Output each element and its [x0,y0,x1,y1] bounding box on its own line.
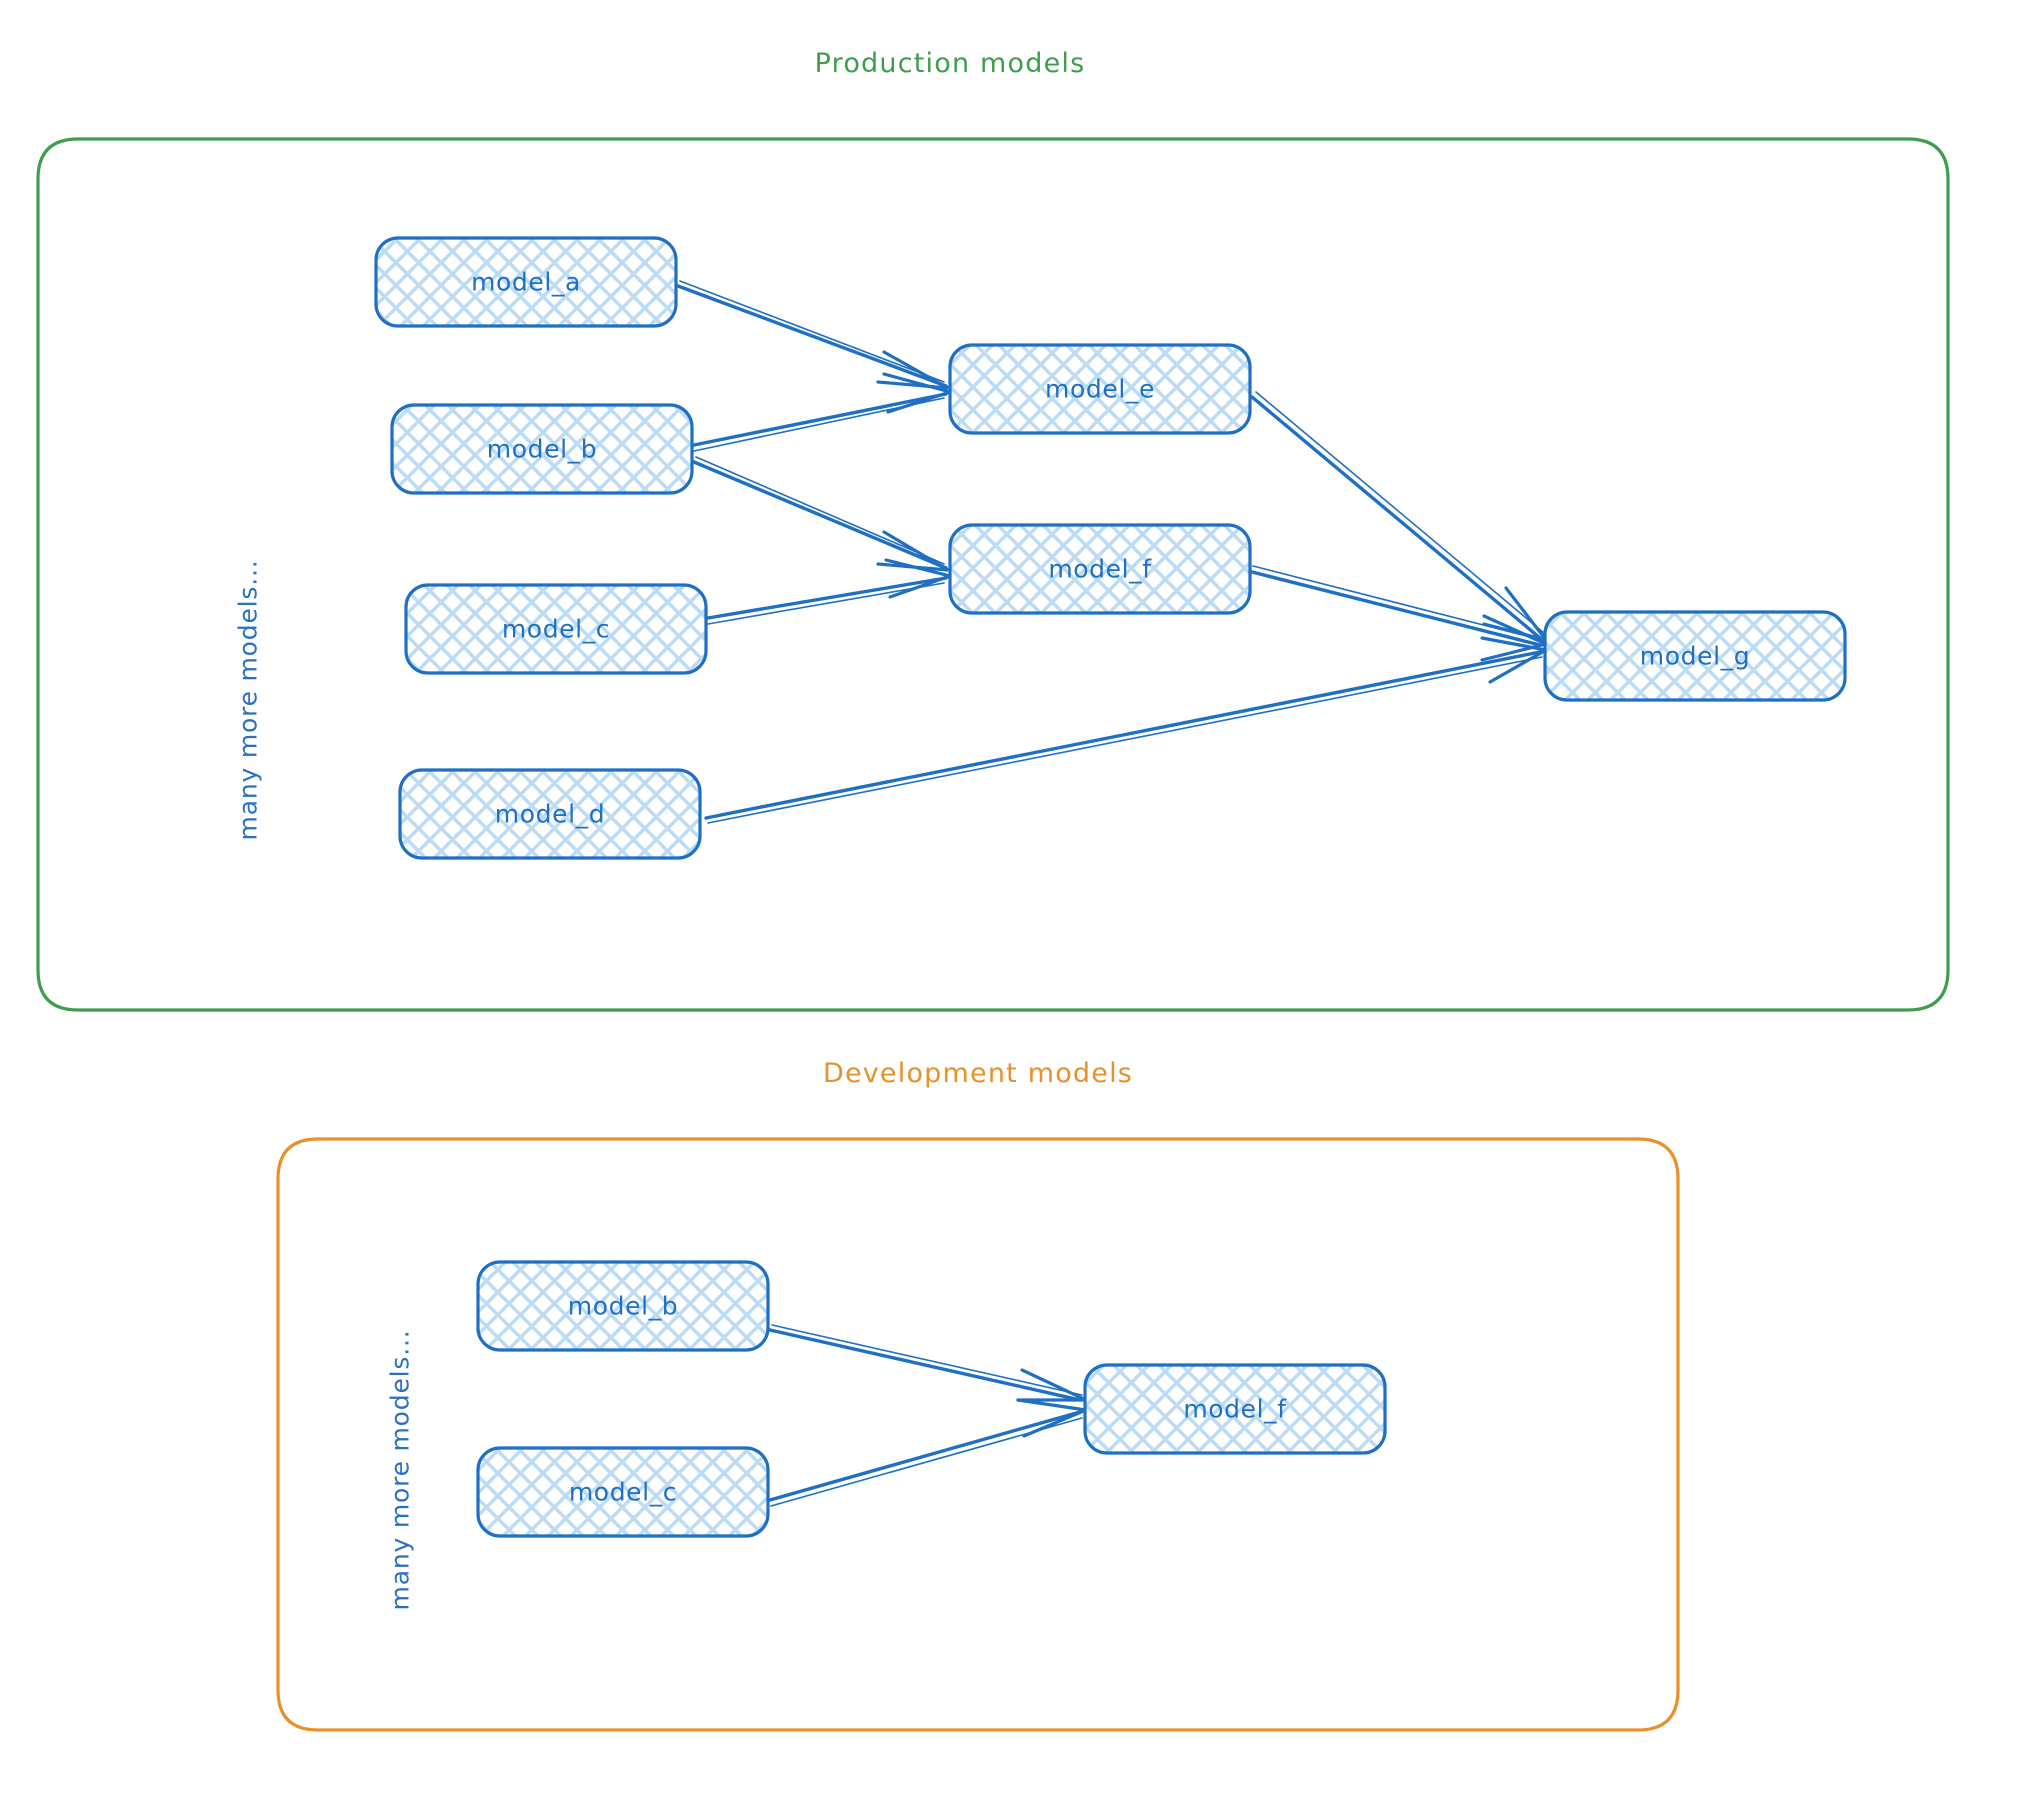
development-edges [768,1324,1092,1507]
edge-model-f-to-model-g [1250,565,1551,662]
production-container-border [36,137,1950,1012]
edge-model-a-to-model-e [676,280,949,390]
node-model-c[interactable] [404,583,708,675]
node-model-f[interactable] [948,523,1252,615]
development-side-note: many more models... [385,1329,415,1611]
edge-dev-model-b-to-dev-model-f [768,1324,1087,1402]
node-dev-model-b[interactable] [476,1260,770,1352]
node-dev-model-c[interactable] [476,1446,770,1538]
production-nodes [374,236,1847,860]
development-nodes [476,1260,1387,1538]
node-model-d[interactable] [398,768,702,860]
node-model-b[interactable] [390,403,694,495]
production-group [36,137,1950,1012]
edge-dev-model-c-to-dev-model-f [768,1398,1092,1507]
node-model-e[interactable] [948,343,1252,435]
edge-model-c-to-model-f [706,558,956,625]
edge-model-b-to-model-f [692,456,949,572]
production-side-note: many more models... [233,559,263,841]
edge-model-d-to-model-g [704,636,1551,824]
production-group-title: Production models [814,48,1086,79]
node-dev-model-f[interactable] [1083,1363,1387,1455]
development-container-border [276,1137,1680,1732]
development-group [276,1137,1680,1732]
node-model-g[interactable] [1543,610,1847,702]
development-group-title: Development models [822,1058,1134,1089]
node-model-a[interactable] [374,236,678,328]
